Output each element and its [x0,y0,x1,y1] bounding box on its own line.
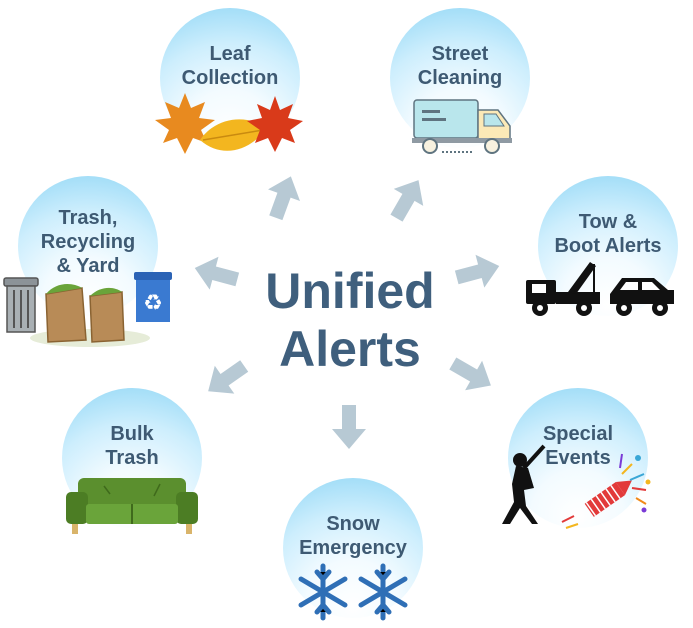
node-street-cleaning: Street Cleaning [390,8,530,154]
bubble [283,478,423,618]
autumn-leaves-icon [155,93,303,154]
label-line: Bulk [110,423,154,445]
node-bulk-trash: Bulk Trash [62,388,202,534]
arrow-to-bulk-trash [208,360,249,394]
label-line: Collection [181,67,279,89]
street-sweeper-truck-icon [412,99,512,154]
node-leaf-collection: Leaf Collection [155,8,303,154]
label-line: Boot Alerts [554,235,662,257]
node-label: Special Events [508,422,648,470]
bubble [18,176,158,316]
arrow-to-snow-emergency [332,405,366,449]
baseball-fireworks-icon [502,444,651,529]
svg-text:♻: ♻ [143,291,163,316]
node-special-events: Special Events [502,388,651,529]
node-label: Tow & Boot Alerts [538,210,678,258]
arrow-to-street-cleaning [390,180,424,222]
label-line: & Yard [56,255,120,277]
tow-truck-icon [526,262,674,316]
node-label: Leaf Collection [160,42,300,90]
sofa-icon [66,478,198,534]
node-label: Trash, Recycling & Yard [18,206,158,278]
label-line: Events [545,447,611,469]
label-line: Street [431,43,489,65]
arrow-to-tow-boot-alerts [454,254,500,288]
node-tow-boot-alerts: Tow & Boot Alerts [526,176,678,316]
diagram-title: Unified Alerts [245,262,455,378]
label-line: Special [542,423,614,445]
title-line-2: Alerts [279,321,421,377]
label-line: Emergency [299,537,407,559]
arrow-to-trash-recycling-yard [194,256,240,290]
label-line: Trash [105,447,159,469]
label-line: Snow [326,513,380,535]
label-line: Tow & [578,211,638,233]
node-trash-recycling-yard: Trash, Recycling & Yard ♻ [3,176,172,347]
label-line: Leaf [209,43,251,65]
label-line: Recycling [40,231,136,253]
title-line-1: Unified [265,263,435,319]
label-line: Trash, [58,207,118,229]
label-line: Cleaning [417,67,503,89]
node-label: Street Cleaning [390,42,530,90]
trash-recycling-yard-bins-icon: ♻ [3,272,172,347]
node-snow-emergency: Snow Emergency [283,478,423,621]
arrow-to-leaf-collection [268,176,301,221]
node-label: Bulk Trash [62,422,202,470]
node-label: Snow Emergency [283,512,423,560]
snowflakes-icon [298,563,408,621]
arrow-to-special-events [449,357,491,391]
